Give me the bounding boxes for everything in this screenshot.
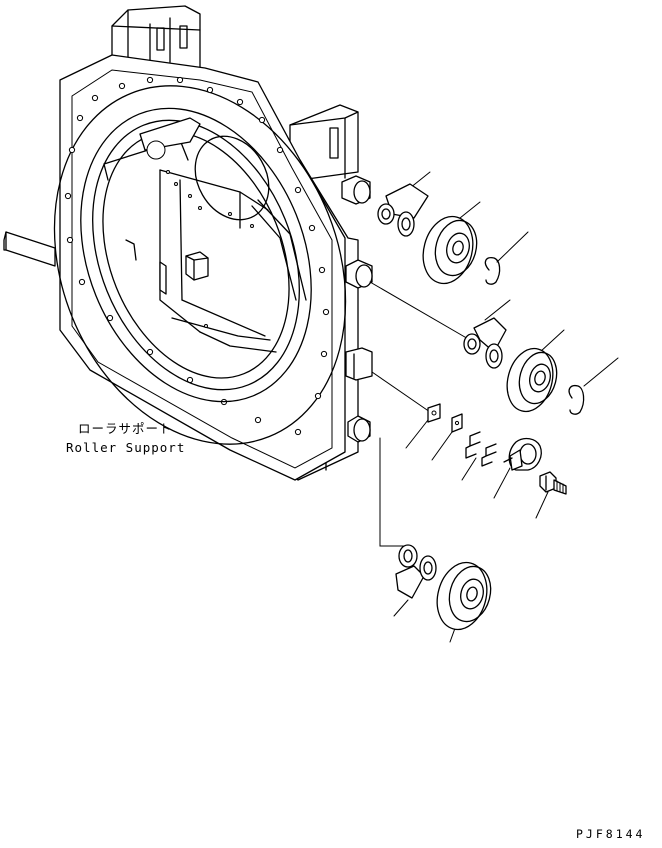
adjuster-parts	[427, 403, 567, 495]
roller-middle	[506, 347, 558, 413]
bolt	[539, 471, 567, 495]
washer-lower-2	[419, 555, 437, 581]
part-name-en: Roller Support	[66, 440, 185, 455]
drawing-code: PJF8144	[576, 827, 645, 841]
washer-middle-2	[485, 343, 503, 369]
lower-roller-assembly	[395, 544, 492, 631]
part-name-jp: ローラサポート	[78, 421, 173, 436]
upper-roller-assembly	[377, 183, 501, 285]
shim-1	[465, 431, 481, 459]
shim-2	[481, 443, 497, 467]
eccentric-cam	[503, 437, 542, 471]
pin-stub-middle	[345, 259, 373, 289]
washer-middle-1	[463, 333, 481, 355]
middle-roller-assembly	[463, 317, 585, 415]
snap-ring-middle	[568, 384, 585, 415]
roller-upper	[422, 215, 478, 285]
snap-ring-upper	[484, 256, 501, 285]
washer-upper-1	[377, 203, 395, 225]
adjuster-bracket	[345, 347, 373, 381]
bolt-holes	[64, 76, 330, 436]
roller-support-frame	[3, 5, 373, 481]
pin-stub-upper	[341, 175, 371, 205]
washer-lower-1	[398, 544, 418, 568]
washer-upper-2	[397, 211, 415, 237]
roller-lower	[436, 561, 492, 631]
pin-stub-lower	[347, 415, 371, 443]
